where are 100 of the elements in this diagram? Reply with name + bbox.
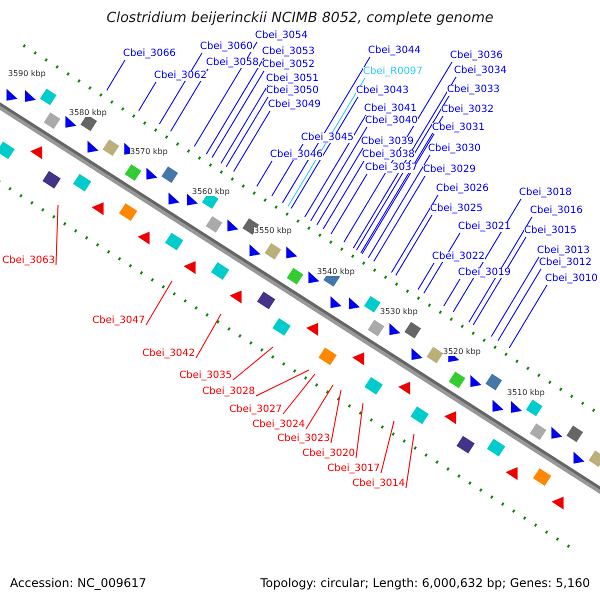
leader-line (212, 70, 264, 158)
leader-line (290, 96, 358, 209)
gene-label: Cbei_3041 (364, 104, 417, 114)
gene-label: Cbei_3042 (142, 349, 195, 359)
leader-line (368, 154, 430, 258)
gene-label: Cbei_3019 (458, 268, 511, 278)
leader-line (226, 96, 268, 168)
scale-tick-label: 3530 kbp (380, 308, 418, 316)
gene-label: Cbei_3016 (530, 206, 583, 216)
gene-label: Cbei_3013 (537, 246, 590, 256)
leader-line (282, 56, 370, 204)
leader-line (468, 216, 532, 323)
scale-tick-label: 3580 kbp (69, 108, 107, 117)
gene-label: Cbei_3017 (327, 464, 380, 474)
scale-tick-label: 3510 kbp (507, 389, 545, 398)
gene-label: Cbei_3012 (539, 258, 592, 268)
leader-line (304, 114, 366, 218)
gene-label: Cbei_3018 (519, 188, 572, 198)
gene-label: Cbei_3052 (262, 60, 315, 70)
gene-label: Cbei_3044 (368, 46, 421, 56)
leader-line (306, 384, 334, 430)
gene-label: Cbei_3039 (361, 137, 414, 147)
leader-line (497, 268, 542, 342)
gene-label: Cbei_3030 (428, 144, 481, 154)
leader-line (146, 280, 172, 326)
gene-label: Cbei_3054 (255, 31, 308, 41)
scale-tick-label: 3540 kbp (317, 268, 355, 276)
gene-label: Cbei_3022 (432, 252, 485, 262)
leader-line (360, 116, 444, 254)
leader-line (490, 256, 540, 337)
gene-label: Cbei_3040 (365, 116, 418, 126)
leader-line (508, 284, 548, 348)
gene-label: Cbei_3024 (252, 420, 305, 430)
leader-line (395, 214, 432, 276)
leader-line (356, 402, 364, 458)
leader-line (256, 160, 272, 187)
footer-text: Accession: NC_009617 (10, 577, 146, 589)
leader-line (310, 126, 368, 222)
scale-tick-label: 3560 kbp (192, 188, 230, 196)
leader-line (256, 370, 310, 396)
leader-line (390, 194, 438, 274)
scale-tick-label: 3550 kbp (254, 227, 292, 236)
leader-line (406, 434, 414, 488)
gene-label: Cbei_3014 (352, 479, 405, 489)
gene-label: Cbei_3027 (229, 405, 282, 415)
leader-line (322, 160, 364, 230)
leader-line (220, 84, 268, 164)
gene-label: Cbei_3058 (206, 58, 259, 68)
gene-label: Cbei_R0097 (363, 67, 423, 77)
gene-label: Cbei_3047 (92, 316, 145, 326)
leader-line (472, 236, 526, 326)
gene-label: Cbei_3053 (262, 47, 315, 57)
leader-line (356, 96, 450, 251)
gene-label: Cbei_3021 (458, 222, 511, 232)
gene-label: Cbei_3025 (430, 204, 483, 214)
gene-label: Cbei_3066 (123, 49, 176, 59)
leader-line (282, 374, 316, 414)
gene-label: Cbei_3060 (200, 42, 253, 52)
leader-line (380, 420, 394, 474)
footer-text: Topology: circular; Length: 6,000,632 bp; Genes: 5,160 (260, 577, 590, 589)
gene-label: Cbei_3051 (266, 74, 319, 84)
gene-label: Cbei_3046 (270, 150, 323, 160)
leader-line (206, 58, 264, 155)
gene-label: Cbei_3062 (154, 71, 207, 81)
leader-line (233, 110, 270, 172)
leader-line (373, 176, 426, 262)
gene-label: Cbei_3034 (454, 66, 507, 76)
leader-line (56, 204, 58, 266)
gene-label: Cbei_3029 (423, 165, 476, 175)
gene-label: Cbei_3043 (356, 86, 409, 96)
leader-line (138, 82, 156, 112)
scale-tick-label: 3570 kbp (130, 148, 168, 156)
leader-line (443, 278, 460, 307)
gene-label: Cbei_3036 (450, 51, 503, 61)
gene-label: Cbei_3010 (545, 274, 598, 284)
gene-label: Cbei_3031 (432, 123, 485, 133)
leader-line (196, 314, 222, 358)
leader-line (194, 42, 258, 147)
gene-label: Cbei_3063 (2, 256, 55, 266)
gene-label: Cbei_3035 (179, 371, 232, 381)
leader-line (418, 262, 434, 290)
gene-label: Cbei_3032 (441, 105, 494, 115)
gene-label: Cbei_3026 (436, 184, 489, 194)
leader-line (316, 148, 364, 226)
gene-label: Cbei_3028 (202, 387, 255, 397)
leader-line (330, 174, 368, 234)
leader-line (330, 390, 342, 444)
gene-label: Cbei_3020 (302, 449, 355, 459)
leader-line (232, 346, 274, 380)
gene-label: Cbei_3037 (365, 163, 418, 173)
gene-label: Cbei_3038 (362, 150, 415, 160)
scale-tick-label: 3590 kbp (8, 70, 46, 78)
gene-label: Cbei_3045 (301, 133, 354, 143)
scale-tick-label: 3520 kbp (443, 348, 481, 356)
gene-label: Cbei_3015 (524, 226, 577, 236)
gene-label: Cbei_3033 (447, 85, 500, 95)
leader-line (106, 60, 126, 91)
gene-label: Cbei_3049 (268, 100, 321, 110)
gene-label: Cbei_3023 (277, 434, 330, 444)
diagram-title: Clostridium beijerinckii NCIMB 8052, complete genome (106, 10, 494, 26)
